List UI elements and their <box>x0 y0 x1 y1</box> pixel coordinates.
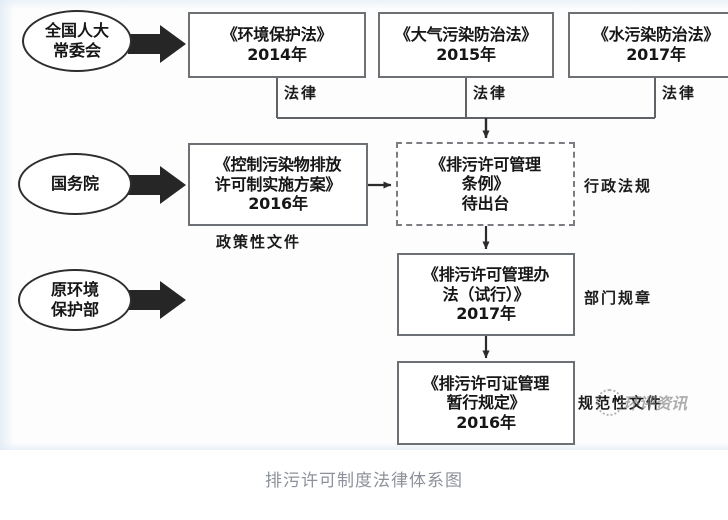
category-label-administrative-regulation: 行政法规 <box>584 177 653 195</box>
doc-env-law-line-2: 2014年 <box>247 45 307 64</box>
doc-plan-line-1: 《控制污染物排放 <box>214 155 342 175</box>
actor-npc-line-1: 全国人大 <box>44 21 109 40</box>
doc-air-law-line-2: 2015年 <box>436 45 496 64</box>
document-permit-management-regulation[interactable]: 《排污许可管理 条例》 待出台 <box>396 142 575 226</box>
category-label-normative-document: 规范性文件 <box>578 394 664 412</box>
doc-regulation-line-2: 条例》 <box>461 174 510 194</box>
category-label-policy-document: 政策性文件 <box>216 233 302 251</box>
actor-npc-standing-committee[interactable]: 全国人大 常委会 <box>22 10 132 72</box>
diagram-image: 全国人大 常委会 国务院 原环境 保护部 《环境保护法》 2014年 《大气污染… <box>0 0 728 450</box>
figure-caption: 排污许可制度法律体系图 <box>265 471 463 491</box>
doc-plan-line-2: 许可制实施方案》 <box>214 174 342 194</box>
connector-layer <box>128 25 656 359</box>
thick-arrow-mep-to-measures <box>128 281 186 319</box>
actor-npc-line-2: 常委会 <box>52 41 101 60</box>
doc-plan-line-3: 2016年 <box>248 194 308 214</box>
category-label-law-2: 法律 <box>473 84 508 102</box>
document-permit-management-measures[interactable]: 《排污许可管理办 法（试行）》 2017年 <box>397 253 575 336</box>
document-permit-interim-provisions[interactable]: 《排污许可证管理 暂行规定》 2016年 <box>397 361 575 445</box>
doc-regulation-line-1: 《排污许可管理 <box>430 154 541 174</box>
doc-provisions-line-3: 2016年 <box>456 412 516 432</box>
doc-measures-line-2: 法（试行）》 <box>442 284 530 304</box>
doc-provisions-line-2: 暂行规定》 <box>446 393 526 413</box>
category-label-department-rule: 部门规章 <box>584 289 653 307</box>
actor-mep-line-2: 保护部 <box>50 300 99 319</box>
actor-mep-line-1: 原环境 <box>50 280 99 299</box>
doc-measures-line-1: 《排污许可管理办 <box>422 265 550 285</box>
doc-env-law-line-1: 《环境保护法》 <box>221 25 333 45</box>
document-environmental-protection-law[interactable]: 《环境保护法》 2014年 <box>188 12 366 78</box>
document-water-pollution-prevention-law[interactable]: 《水污染防治法》 2017年 <box>568 12 728 78</box>
doc-air-law-line-1: 《大气污染防治法》 <box>394 25 538 45</box>
doc-water-law-line-1: 《水污染防治法》 <box>592 25 720 45</box>
actor-state-council[interactable]: 国务院 <box>18 153 132 215</box>
thick-arrow-npc-to-law <box>128 25 186 63</box>
thick-arrow-statecouncil-to-plan <box>128 166 186 204</box>
category-label-law-3: 法律 <box>662 84 697 102</box>
doc-regulation-line-3: 待出台 <box>461 193 510 213</box>
doc-measures-line-3: 2017年 <box>456 304 516 324</box>
doc-water-law-line-2: 2017年 <box>626 45 686 64</box>
document-air-pollution-prevention-law[interactable]: 《大气污染防治法》 2015年 <box>378 12 554 78</box>
law-bus-connectors <box>276 78 656 119</box>
actor-ministry-of-environmental-protection[interactable]: 原环境 保护部 <box>18 269 132 331</box>
doc-provisions-line-1: 《排污许可证管理 <box>422 373 550 393</box>
document-permit-implementation-plan[interactable]: 《控制污染物排放 许可制实施方案》 2016年 <box>188 143 368 226</box>
actor-state-council-line-1: 国务院 <box>50 174 99 193</box>
category-label-law-1: 法律 <box>284 84 319 102</box>
